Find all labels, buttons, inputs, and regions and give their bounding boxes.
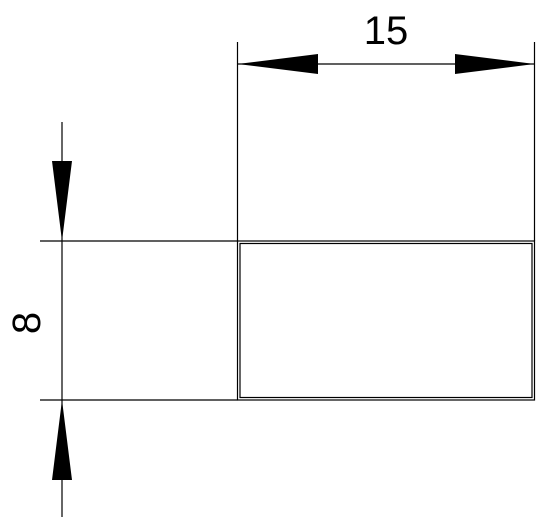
height-dimension xyxy=(40,122,238,517)
width-arrow-right xyxy=(455,54,535,74)
width-dimension xyxy=(236,42,536,241)
part-outline-inner xyxy=(239,242,533,399)
width-dimension-label: 15 xyxy=(364,9,409,53)
width-arrow-left xyxy=(237,54,318,74)
part-outline xyxy=(236,240,536,401)
height-dimension-label: 8 xyxy=(5,312,49,334)
part-outline-outer xyxy=(236,240,536,401)
height-arrow-top xyxy=(52,161,72,241)
height-arrow-bottom xyxy=(52,400,72,480)
